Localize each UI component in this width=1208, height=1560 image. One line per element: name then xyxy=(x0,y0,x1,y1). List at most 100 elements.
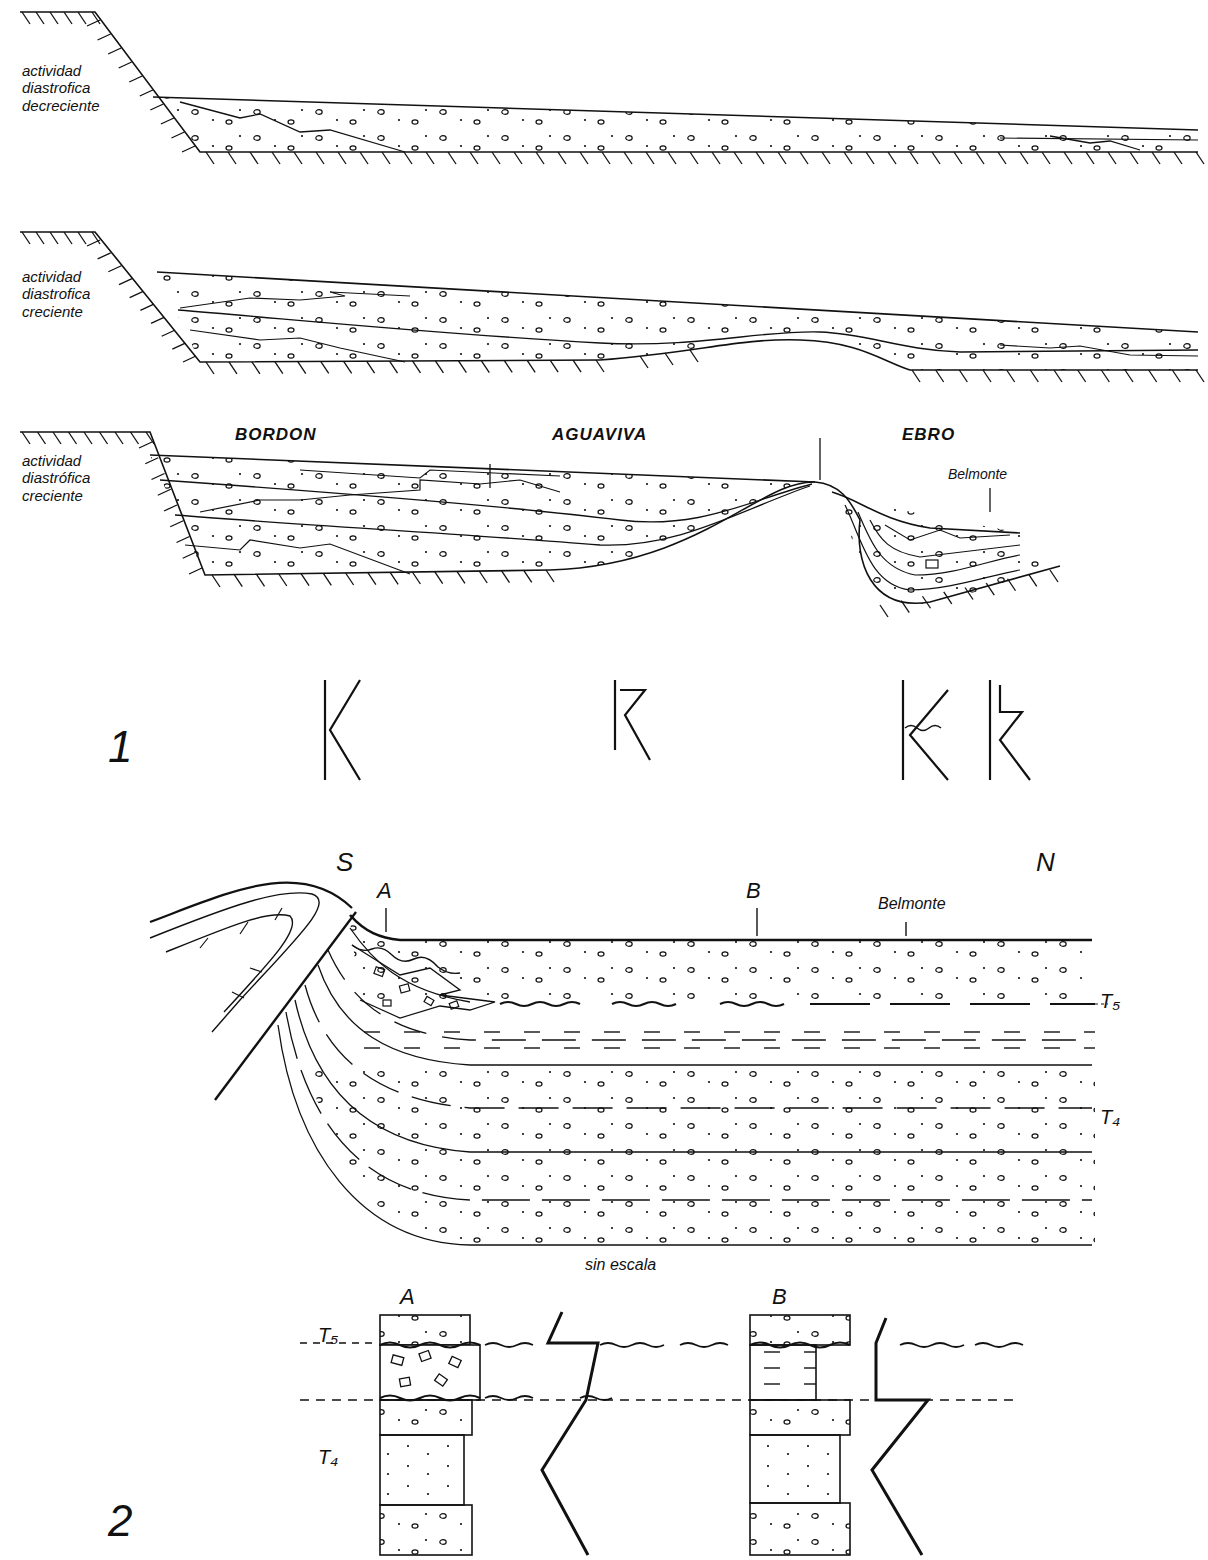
drawing-stroke xyxy=(374,967,385,977)
section-figure-2 xyxy=(150,883,1108,1245)
drawing-stroke xyxy=(998,152,1006,164)
drawing-stroke xyxy=(150,455,815,575)
drawing-stroke xyxy=(190,330,405,362)
side-note: actividad diastrófica creciente xyxy=(22,452,120,504)
drawing-stroke xyxy=(479,571,487,583)
drawing-stroke xyxy=(750,1343,850,1348)
drawing-stroke xyxy=(404,152,412,164)
drawing-stroke xyxy=(140,304,153,310)
drawing-stroke xyxy=(1020,152,1028,164)
drawing-stroke xyxy=(1064,152,1072,164)
drawing-stroke xyxy=(602,152,610,164)
drawing-stroke xyxy=(300,1312,1023,1555)
zone-name: AGUAVIVA xyxy=(552,425,647,445)
drawing-stroke xyxy=(750,1400,850,1435)
drawing-stroke xyxy=(932,152,940,164)
drawing-stroke xyxy=(1196,152,1204,164)
drawing-stroke xyxy=(527,360,535,372)
drawing-stroke xyxy=(380,1505,472,1555)
drawing-stroke xyxy=(448,152,456,164)
drawing-stroke xyxy=(910,690,948,780)
drawing-stroke xyxy=(756,152,764,164)
drawing-stroke xyxy=(185,540,410,574)
drawing-stroke xyxy=(822,152,830,164)
drawing-stroke xyxy=(279,574,287,586)
drawing-stroke xyxy=(78,232,86,244)
drawing-stroke xyxy=(50,12,58,24)
section-panel-2 xyxy=(20,232,1198,370)
scale-note: sin escala xyxy=(585,1256,656,1274)
drawing-stroke xyxy=(252,362,260,374)
drawing-stroke xyxy=(150,455,815,482)
drawing-stroke xyxy=(573,360,581,372)
drawing-stroke xyxy=(20,432,550,575)
drawing-stroke xyxy=(119,62,132,68)
drawing-stroke xyxy=(750,1345,816,1400)
drawing-stroke xyxy=(492,152,500,164)
drawing-stroke xyxy=(153,97,1198,130)
drawing-stroke xyxy=(665,353,673,365)
side-note: actividad diastrofica decreciente xyxy=(22,62,120,114)
drawing-stroke xyxy=(885,525,1010,540)
drawing-stroke xyxy=(690,350,698,362)
drawing-stroke xyxy=(458,361,466,373)
drawing-stroke xyxy=(229,362,237,374)
drawing-stroke xyxy=(172,343,185,349)
drawing-stroke xyxy=(399,984,410,993)
drawing-stroke xyxy=(189,568,202,574)
drawing-stroke xyxy=(845,505,1020,590)
drawing-stroke xyxy=(580,152,588,164)
drawing-stroke xyxy=(20,232,600,362)
drawing-stroke xyxy=(546,570,554,582)
drawing-stroke xyxy=(87,20,100,26)
drawing-stroke xyxy=(69,432,77,444)
drawing-stroke xyxy=(866,152,874,164)
drawing-stroke xyxy=(175,486,810,545)
drawing-stroke xyxy=(182,146,195,152)
drawing-stroke xyxy=(712,152,720,164)
drawing-stroke xyxy=(470,152,478,164)
unit-label: T₄ xyxy=(318,1446,338,1469)
drawing-stroke xyxy=(318,965,1092,1065)
drawing-stroke xyxy=(157,272,1198,332)
drawing-stroke xyxy=(558,152,566,164)
locality-name: Belmonte xyxy=(948,466,1007,482)
figure-number: 2 xyxy=(108,1496,132,1547)
drawing-stroke xyxy=(78,12,86,24)
drawing-stroke xyxy=(130,292,143,298)
drawing-stroke xyxy=(64,12,72,24)
drawing-stroke xyxy=(391,1355,404,1366)
drawing-stroke xyxy=(412,572,420,584)
drawing-stroke xyxy=(275,362,283,374)
drawing-stroke xyxy=(640,356,648,368)
drawing-stroke xyxy=(380,1345,480,1400)
drawing-stroke xyxy=(300,1342,378,1343)
drawing-stroke xyxy=(1078,370,1086,382)
section-panel-1 xyxy=(20,12,1198,152)
drawing-stroke xyxy=(1101,370,1109,382)
drawing-stroke xyxy=(180,292,410,308)
drawing-stroke xyxy=(100,432,108,444)
drawing-stroke xyxy=(481,361,489,373)
drawing-stroke xyxy=(157,272,1198,370)
drawing-stroke xyxy=(385,908,386,932)
drawing-stroke xyxy=(350,928,470,1002)
drawing-stroke xyxy=(832,492,1060,604)
drawing-stroke xyxy=(819,438,820,480)
drawing-stroke xyxy=(234,575,242,587)
figure-number: 1 xyxy=(108,722,132,773)
drawing-stroke xyxy=(872,1318,928,1555)
drawing-stroke xyxy=(272,152,280,164)
drawing-stroke xyxy=(399,1377,410,1387)
drawing-stroke xyxy=(449,1356,461,1367)
drawing-stroke xyxy=(367,361,375,373)
drawing-stroke xyxy=(424,996,434,1005)
drawing-stroke xyxy=(910,152,918,164)
drawing-stroke xyxy=(295,1000,1092,1152)
drawing-stroke xyxy=(390,361,398,373)
drawing-stroke xyxy=(412,361,420,373)
stratigraphic-columns xyxy=(300,1312,1023,1555)
drawing-stroke xyxy=(206,362,214,374)
drawing-stroke xyxy=(257,574,265,586)
